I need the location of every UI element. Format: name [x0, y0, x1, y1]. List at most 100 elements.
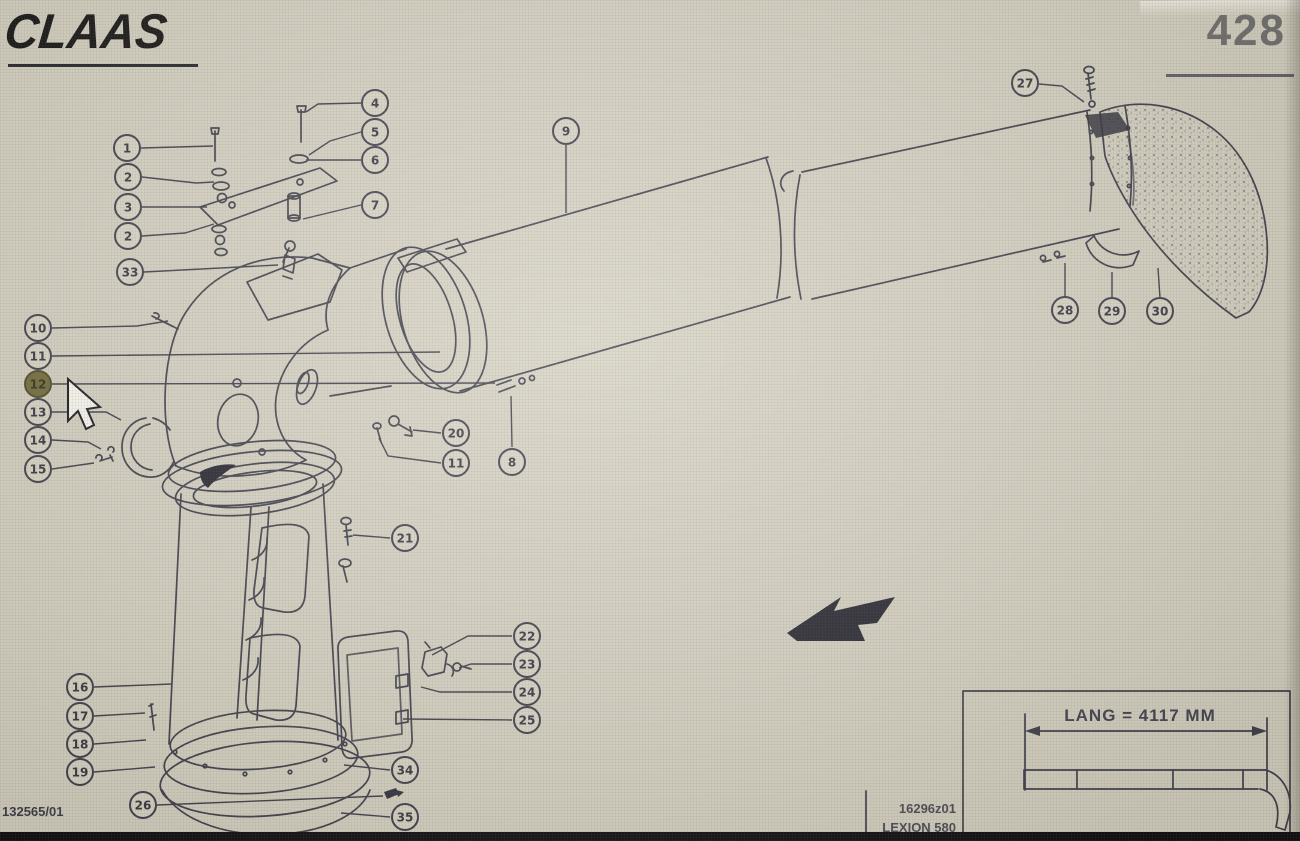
svg-text:8: 8 — [508, 456, 516, 470]
callout-14[interactable]: 14 — [24, 426, 52, 454]
leader-line-15 — [51, 462, 95, 470]
page-number-underline — [1166, 74, 1294, 77]
leader-line-11 — [378, 437, 442, 464]
leader-line-10 — [51, 320, 169, 329]
svg-text:18: 18 — [72, 738, 89, 752]
leader-line-34 — [343, 764, 391, 771]
bolt-26 — [384, 788, 404, 799]
callout-35[interactable]: 35 — [391, 803, 419, 831]
leader-line-18 — [93, 739, 147, 745]
callout-1[interactable]: 1 — [113, 134, 141, 162]
latch-parts — [421, 641, 472, 677]
svg-text:33: 33 — [122, 266, 139, 280]
svg-text:34: 34 — [397, 764, 414, 778]
callout-2[interactable]: 2 — [114, 163, 142, 191]
callout-5[interactable]: 5 — [361, 118, 389, 146]
mouse-cursor — [67, 376, 103, 431]
callout-16[interactable]: 16 — [66, 673, 94, 701]
callout-20[interactable]: 20 — [442, 419, 470, 447]
svg-text:2: 2 — [124, 230, 132, 244]
svg-text:1: 1 — [123, 142, 131, 156]
callout-34[interactable]: 34 — [391, 756, 419, 784]
svg-text:13: 13 — [30, 406, 47, 420]
lower-tube — [148, 461, 371, 836]
callout-7[interactable]: 7 — [361, 191, 389, 219]
leader-line-25 — [402, 718, 513, 721]
callout-8[interactable]: 8 — [498, 448, 526, 476]
svg-text:7: 7 — [371, 199, 379, 213]
leader-line-8 — [510, 395, 513, 448]
svg-text:22: 22 — [519, 630, 536, 644]
svg-text:3: 3 — [124, 201, 132, 215]
svg-text:15: 15 — [30, 463, 47, 477]
wear-plate — [1039, 235, 1140, 269]
callout-25[interactable]: 25 — [513, 706, 541, 734]
hardware-cluster-top — [199, 105, 338, 280]
leader-line-11 — [51, 351, 441, 357]
svg-text:4: 4 — [371, 97, 379, 111]
drawing-number: 16296z01 — [898, 801, 956, 816]
bolt-27 — [1083, 65, 1096, 108]
callout-6[interactable]: 6 — [361, 146, 389, 174]
callout-3[interactable]: 3 — [114, 193, 142, 221]
callout-22[interactable]: 22 — [513, 622, 541, 650]
leader-line-26 — [156, 795, 384, 806]
svg-text:35: 35 — [397, 811, 414, 825]
svg-text:12: 12 — [30, 378, 47, 392]
callout-4[interactable]: 4 — [361, 89, 389, 117]
callout-17[interactable]: 17 — [66, 702, 94, 730]
callout-21[interactable]: 21 — [391, 524, 419, 552]
callout-26[interactable]: 26 — [129, 791, 157, 819]
leader-line-33 — [143, 264, 279, 273]
leader-line-19 — [93, 766, 156, 773]
callout-2[interactable]: 2 — [114, 222, 142, 250]
callout-27[interactable]: 27 — [1011, 69, 1039, 97]
leader-lines — [51, 83, 1161, 818]
model-name: LEXION 580 — [882, 820, 956, 835]
svg-text:2: 2 — [124, 171, 132, 185]
callout-11[interactable]: 11 — [442, 449, 470, 477]
leader-line-22 — [431, 635, 512, 656]
svg-text:24: 24 — [519, 686, 536, 700]
svg-text:6: 6 — [371, 154, 379, 168]
callout-30[interactable]: 30 — [1146, 297, 1174, 325]
leader-line-1 — [140, 145, 214, 149]
svg-text:19: 19 — [72, 766, 89, 780]
callout-23[interactable]: 23 — [513, 650, 541, 678]
callout-19[interactable]: 19 — [66, 758, 94, 786]
callout-9[interactable]: 9 — [552, 117, 580, 145]
callout-11[interactable]: 11 — [24, 342, 52, 370]
callout-18[interactable]: 18 — [66, 730, 94, 758]
elbow-housing — [161, 240, 488, 507]
leader-line-17 — [93, 712, 146, 717]
svg-text:21: 21 — [397, 532, 414, 546]
spout — [1085, 103, 1269, 319]
callout-24[interactable]: 24 — [513, 678, 541, 706]
leader-line-7 — [302, 204, 362, 220]
leader-line-12 — [51, 382, 496, 385]
leader-line-16 — [93, 683, 173, 688]
leader-line-2 — [141, 176, 215, 184]
svg-text:30: 30 — [1152, 305, 1169, 319]
leader-line-30 — [1157, 267, 1161, 299]
dimension-label: LANG = 4117 MM — [1064, 706, 1216, 725]
callout-28[interactable]: 28 — [1051, 296, 1079, 324]
direction-arrow — [787, 597, 895, 641]
door-panel — [337, 630, 413, 760]
small-parts-left — [95, 312, 179, 478]
callout-29[interactable]: 29 — [1098, 297, 1126, 325]
svg-text:28: 28 — [1057, 304, 1074, 318]
leader-line-2 — [141, 223, 215, 237]
svg-text:10: 10 — [30, 322, 47, 336]
svg-text:23: 23 — [519, 658, 536, 672]
callout-12[interactable]: 12 — [24, 370, 52, 398]
callout-10[interactable]: 10 — [24, 314, 52, 342]
leader-line-23 — [458, 663, 512, 669]
callout-33[interactable]: 33 — [116, 258, 144, 286]
tube-segment-1 — [397, 156, 791, 393]
callout-15[interactable]: 15 — [24, 455, 52, 483]
callout-13[interactable]: 13 — [24, 398, 52, 426]
svg-text:5: 5 — [371, 126, 379, 140]
